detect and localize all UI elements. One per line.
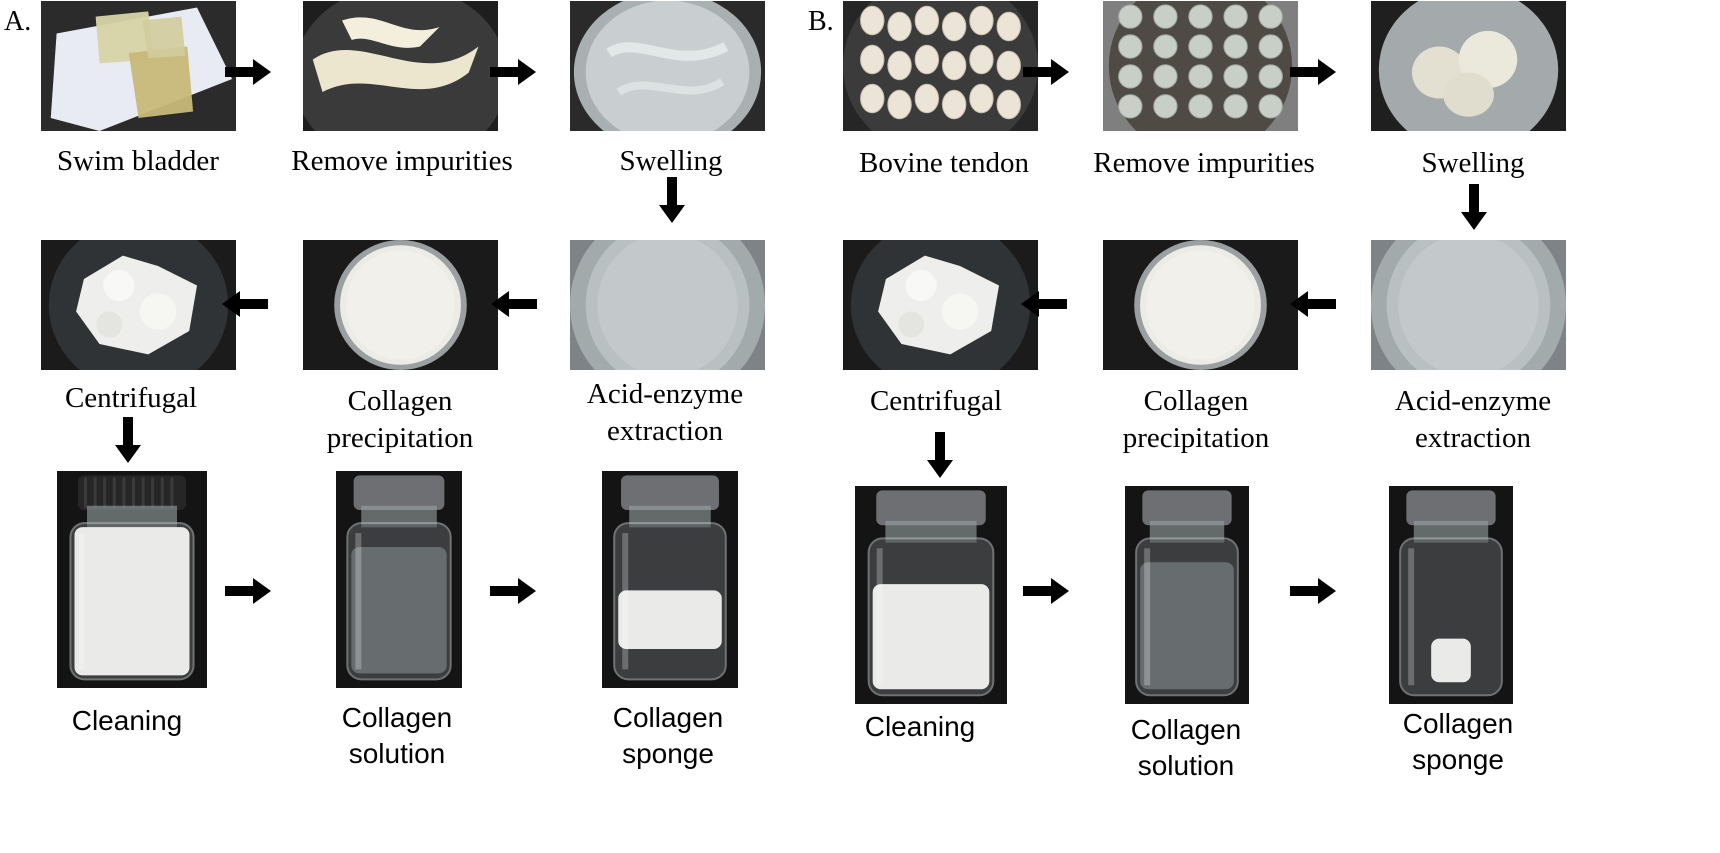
swim-bladder-sheets-photo — [41, 1, 236, 131]
step-label: Cleaning — [0, 703, 277, 739]
arrow-left-icon — [222, 288, 268, 320]
step-label: Remove impurities — [1054, 145, 1354, 182]
precipitation-dish-photo — [303, 240, 498, 370]
step-label: Collagen solution — [1036, 712, 1336, 783]
sponge-vial-photo — [602, 471, 738, 688]
arrow-left-icon — [491, 288, 537, 320]
step-label: Collagen precipitation — [1046, 383, 1346, 457]
step-label: Collagen sponge — [1308, 706, 1608, 777]
precipitation-dish-photo — [1103, 240, 1298, 370]
arrow-right-icon — [225, 56, 271, 88]
step-label: Collagen precipitation — [250, 383, 550, 457]
arrow-down-icon — [112, 417, 144, 463]
panel-letter-b: B. — [808, 8, 834, 36]
extraction-dish-photo — [1371, 240, 1566, 370]
panel-letter-a: A. — [4, 8, 31, 36]
arrow-down-icon — [656, 177, 688, 223]
step-label: Swelling — [521, 143, 821, 180]
arrow-left-icon — [1021, 288, 1067, 320]
cleaned-tendon-photo — [1103, 1, 1298, 131]
extraction-dish-photo — [570, 240, 765, 370]
arrow-right-icon — [1023, 575, 1069, 607]
step-label: Centrifugal — [0, 380, 281, 417]
arrow-down-icon — [1458, 184, 1490, 230]
arrow-right-icon — [490, 575, 536, 607]
arrow-right-icon — [1290, 56, 1336, 88]
arrow-down-icon — [924, 432, 956, 478]
step-label: Swelling — [1323, 145, 1623, 182]
step-label: Acid-enzyme extraction — [515, 376, 815, 450]
arrow-right-icon — [490, 56, 536, 88]
step-label: Centrifugal — [786, 383, 1086, 420]
step-label: Collagen solution — [247, 700, 547, 771]
arrow-left-icon — [1290, 288, 1336, 320]
swollen-tissue-photo — [570, 1, 765, 131]
step-label: Remove impurities — [252, 143, 552, 180]
centrifuged-collagen-photo — [843, 240, 1038, 370]
cleaned-swim-bladder-photo — [303, 1, 498, 131]
arrow-right-icon — [225, 575, 271, 607]
arrow-right-icon — [1023, 56, 1069, 88]
step-label: Cleaning — [770, 709, 1070, 745]
solution-vial-photo — [1125, 486, 1249, 704]
arrow-right-icon — [1290, 575, 1336, 607]
swollen-tendon-photo — [1371, 1, 1566, 131]
step-label: Swim bladder — [0, 143, 288, 180]
centrifuged-collagen-photo — [41, 240, 236, 370]
step-label: Bovine tendon — [794, 145, 1094, 182]
cleaning-vial-photo — [855, 486, 1007, 704]
tendon-slices-photo — [843, 1, 1038, 131]
step-label: Acid-enzyme extraction — [1323, 383, 1623, 457]
cleaning-bottle-photo — [57, 471, 207, 688]
sponge-vial-photo — [1389, 486, 1513, 704]
solution-vial-photo — [336, 471, 462, 688]
